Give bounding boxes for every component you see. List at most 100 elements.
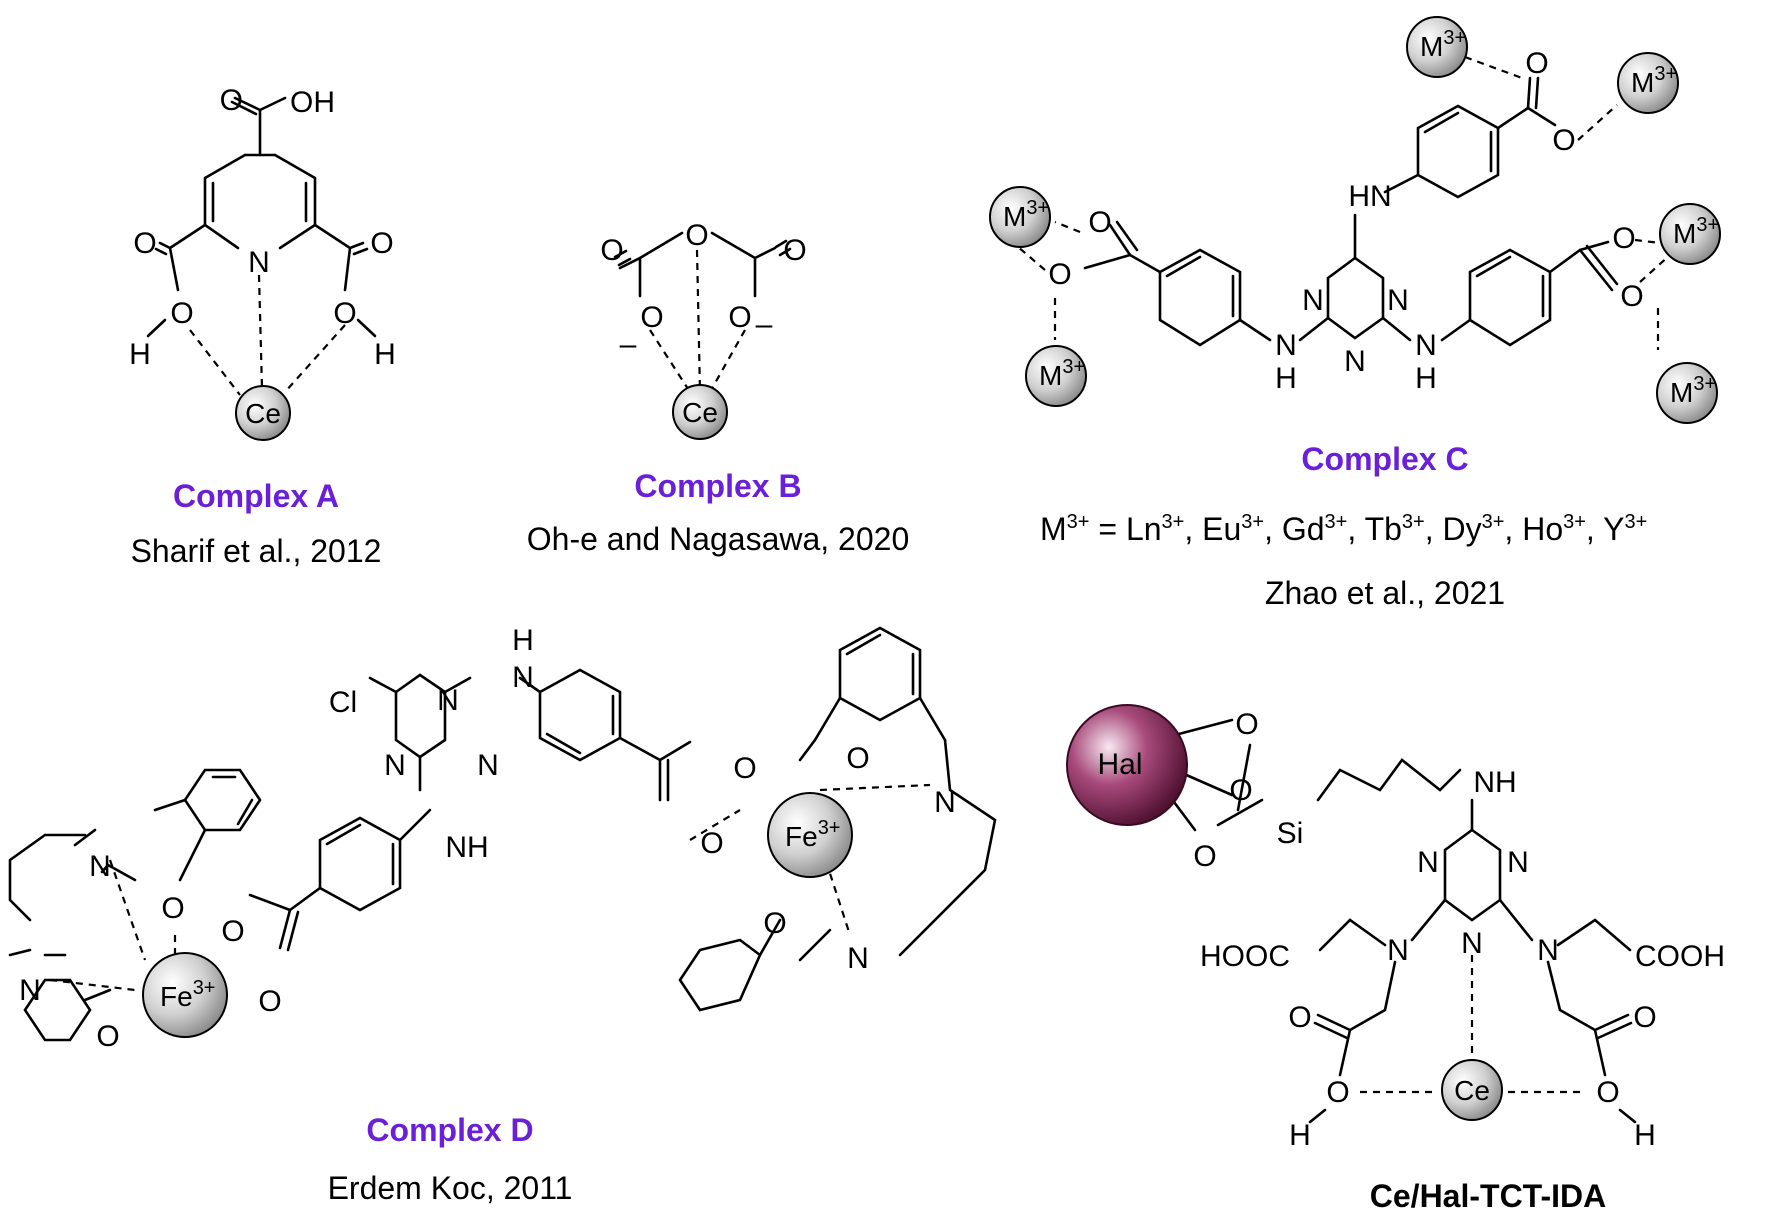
atom-n-hal4: N — [1387, 934, 1409, 967]
atom-o-c-right1: O — [1612, 222, 1635, 255]
atom-o-d6: O — [221, 915, 244, 948]
atom-o-hal4: O — [1288, 1001, 1311, 1034]
complex-d-reference: Erdem Koc, 2011 — [328, 1170, 573, 1206]
atom-n-tri-right: N — [1387, 284, 1409, 317]
svg-text:Fe3+: Fe3+ — [785, 817, 841, 852]
minus-right: – — [756, 308, 773, 341]
atom-nh-right-h: H — [1415, 362, 1437, 395]
atom-o-c-left2: O — [1048, 258, 1071, 291]
atom-o-hal3: O — [1193, 840, 1216, 873]
ce-ball-hal — [1441, 1059, 1503, 1121]
ce-ball-b — [672, 384, 728, 440]
atom-o-c-top: O — [1525, 47, 1548, 80]
fe-ball-left: Fe3+ — [142, 952, 228, 1038]
atom-o-d7: O — [258, 985, 281, 1018]
atom-hn-top: HN — [1348, 180, 1391, 213]
atom-oh-top: OH — [290, 86, 335, 119]
atom-n-d3: N — [477, 749, 499, 782]
atom-o-hal2: O — [1229, 774, 1252, 807]
complex-a-title: Complex A — [173, 478, 339, 514]
atom-n-d-amine: N — [512, 661, 534, 694]
atom-n-tri-left: N — [1302, 284, 1324, 317]
atom-n-d2: N — [384, 749, 406, 782]
fe-ball-right: Fe3+ — [767, 792, 853, 878]
minus-left: – — [620, 328, 637, 361]
metal-label-a: Ce — [245, 398, 281, 429]
svg-text:M3+: M3+ — [1631, 63, 1677, 98]
atom-o-b-ether: O — [685, 219, 708, 252]
atom-n-hal2: N — [1507, 846, 1529, 879]
atom-o-right-h: O — [333, 297, 356, 330]
atom-o-d8: O — [96, 1020, 119, 1053]
atom-nh-left-n: N — [1275, 329, 1297, 362]
atom-o-top: O — [220, 84, 243, 117]
atom-n-hal3: N — [1461, 927, 1483, 960]
svg-text:M3+: M3+ — [1003, 197, 1049, 232]
atom-h-right: H — [374, 338, 396, 371]
metal-label-b: Ce — [682, 397, 718, 428]
atom-n-d6: N — [89, 850, 111, 883]
atom-nh-d: NH — [445, 831, 488, 864]
hal-label: Hal — [1097, 748, 1142, 781]
atom-n-tri-bottom: N — [1344, 345, 1366, 378]
atom-o-left-h: O — [170, 297, 193, 330]
metal-ball-c4: M3+ — [1025, 345, 1087, 407]
atom-o-c-left1: O — [1088, 206, 1111, 239]
atom-o-hal1: O — [1235, 708, 1258, 741]
atom-n-d5: N — [847, 942, 869, 975]
atom-o-c-top2: O — [1552, 124, 1575, 157]
atom-o-hal6: O — [1326, 1076, 1349, 1109]
svg-text:M3+: M3+ — [1039, 356, 1085, 391]
metal-label-hal: Ce — [1454, 1075, 1490, 1106]
atom-n-d1: N — [437, 684, 459, 717]
complex-c-reference: Zhao et al., 2021 — [1265, 575, 1505, 611]
atom-cooh: COOH — [1635, 940, 1725, 973]
complex-b-structure — [613, 231, 792, 393]
atom-h-left: H — [129, 338, 151, 371]
atom-o-d4: O — [763, 907, 786, 940]
atom-o-b-3: O — [640, 301, 663, 334]
atom-o-b-2: O — [783, 234, 806, 267]
complex-c-title: Complex C — [1301, 441, 1468, 477]
complex-b-reference: Oh-e and Nagasawa, 2020 — [527, 521, 909, 557]
svg-text:M3+: M3+ — [1670, 373, 1716, 408]
atom-o-d3: O — [846, 742, 869, 775]
ce-ball-a — [235, 385, 291, 441]
atom-hooc: HOOC — [1200, 940, 1290, 973]
svg-text:M3+: M3+ — [1420, 27, 1466, 62]
atom-o-d5: O — [161, 892, 184, 925]
complex-a-reference: Sharif et al., 2012 — [131, 533, 382, 569]
metal-legend: M3+ = Ln3+, Eu3+, Gd3+, Tb3+, Dy3+, Ho3+… — [1040, 511, 1647, 547]
complex-d-title: Complex D — [366, 1112, 533, 1148]
atom-h-hal2: H — [1634, 1119, 1656, 1152]
atom-nh-right-n: N — [1415, 329, 1437, 362]
atom-si: Si — [1277, 817, 1304, 850]
atom-h-hal1: H — [1289, 1119, 1311, 1152]
complex-b-title: Complex B — [634, 468, 801, 504]
atom-o-d1: O — [733, 752, 756, 785]
metal-ball-c6: M3+ — [1656, 362, 1718, 424]
complex-d-structure — [8, 626, 997, 1042]
atom-n-hal1: N — [1417, 846, 1439, 879]
metal-ball-c3: M3+ — [989, 186, 1051, 248]
atom-nh-hal: NH — [1473, 766, 1516, 799]
svg-text:M3+: M3+ — [1673, 214, 1719, 249]
atom-o-hal7: O — [1596, 1076, 1619, 1109]
ce-hal-structure — [1163, 718, 1637, 1124]
atom-n-hal5: N — [1537, 934, 1559, 967]
complex-c-structure — [1009, 55, 1671, 350]
atom-n: N — [248, 246, 270, 279]
complex-a-structure — [146, 96, 377, 396]
atom-n-d7: N — [19, 974, 41, 1007]
metal-ball-c2: M3+ — [1617, 52, 1679, 114]
metal-ball-c1: M3+ — [1406, 16, 1468, 78]
atom-o-c-right2: O — [1620, 280, 1643, 313]
atom-o-b-1: O — [600, 234, 623, 267]
atom-h-d: H — [512, 624, 534, 657]
atom-o-d2: O — [700, 827, 723, 860]
ce-hal-title: Ce/Hal-TCT-IDA — [1370, 1178, 1606, 1214]
atom-n-d4: N — [934, 786, 956, 819]
atom-o-right: O — [370, 227, 393, 260]
hal-sphere — [1066, 704, 1188, 826]
